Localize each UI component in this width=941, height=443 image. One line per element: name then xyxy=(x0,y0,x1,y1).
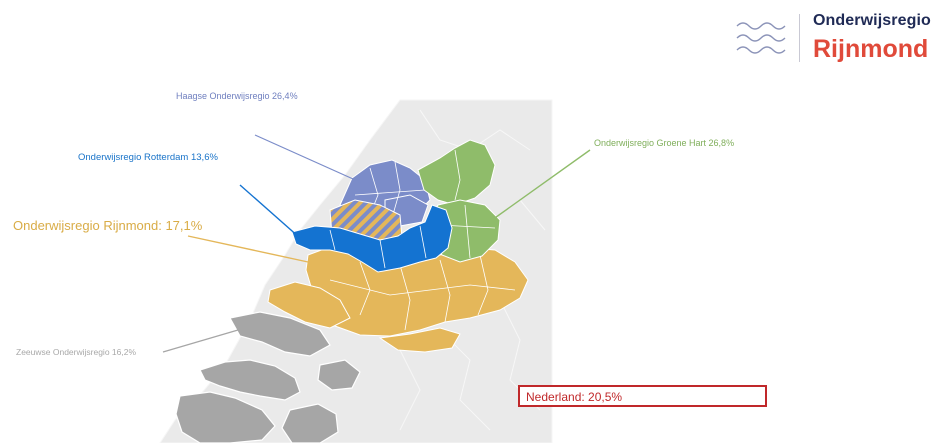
label-haagse: Haagse Onderwijsregio 26,4% xyxy=(176,91,298,101)
waves-icon xyxy=(736,22,786,54)
region-rotterdam xyxy=(291,204,453,273)
leader-line-haagse xyxy=(254,134,363,184)
label-zeeuwse: Zeeuwse Onderwijsregio 16,2% xyxy=(16,347,137,357)
label-rotterdam: Onderwijsregio Rotterdam 13,6% xyxy=(78,152,218,163)
rijnmond-municipal-borders xyxy=(329,254,516,331)
leader-line-rotterdam xyxy=(239,184,301,239)
logo: Onderwijsregio Rijnmond xyxy=(735,8,935,68)
region-zeeuwse xyxy=(175,311,361,443)
leader-line-rijnmond xyxy=(187,235,309,263)
nederland-box: Nederland: 20,5% xyxy=(518,385,767,407)
rotterdam-municipal-borders xyxy=(329,225,427,269)
logo-subtitle: Rijnmond xyxy=(813,35,929,63)
logo-divider xyxy=(799,14,800,62)
leader-line-groene-hart xyxy=(484,149,591,226)
label-rijnmond: Onderwijsregio Rijnmond: 17,1% xyxy=(13,218,203,233)
leader-line-zeeuwse xyxy=(162,329,239,353)
label-groene-hart: Onderwijsregio Groene Hart 26,8% xyxy=(594,138,735,148)
logo-title: Onderwijsregio xyxy=(813,12,931,29)
nederland-label: Nederland: 20,5% xyxy=(526,390,623,404)
